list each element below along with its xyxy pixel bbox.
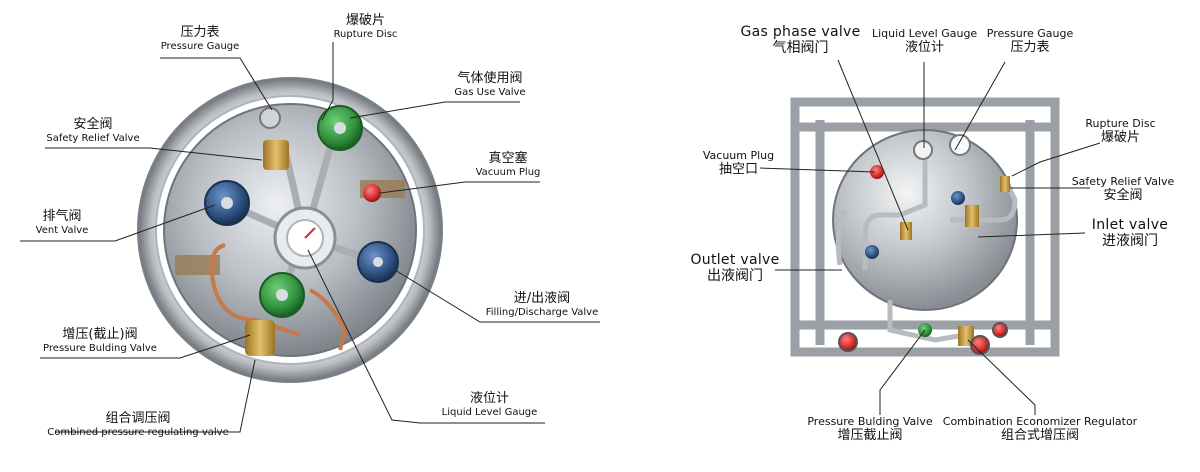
blue-handwheel-inlet — [951, 191, 965, 205]
brass-fitting-1 — [900, 222, 912, 240]
label-left-combined-regulating-valve: 组合调压阀 Combined pressure regulating valve — [38, 411, 238, 438]
label-en: Safety Relief Valve — [46, 132, 140, 144]
label-en: Combination Economizer Regulator — [942, 415, 1138, 428]
copper-tube — [209, 243, 301, 337]
label-en: Outlet valve — [690, 252, 780, 268]
label-right-rupture-disc: Rupture Disc 爆破片 — [1078, 117, 1163, 146]
pressure-gauge-dial — [259, 107, 281, 129]
red-vacuum-plug — [363, 184, 381, 202]
label-zh: 排气阀 — [42, 209, 82, 224]
label-left-pressure-gauge: 压力表 Pressure Gauge — [150, 25, 250, 52]
label-zh: 液位计 — [469, 391, 509, 406]
label-left-vent-valve: 排气阀 Vent Valve — [12, 209, 112, 236]
label-zh: 进/出液阀 — [513, 291, 571, 306]
right-tank-side-view — [790, 97, 1060, 357]
label-right-pressure-gauge: Pressure Gauge 压力表 — [980, 27, 1080, 56]
green-handwheel-bottom — [259, 272, 305, 318]
label-zh: 进液阀门 — [1102, 233, 1158, 250]
label-en: Vent Valve — [35, 224, 89, 236]
label-zh: 抽空口 — [718, 161, 758, 177]
copper-tube-2 — [309, 288, 348, 351]
label-right-inlet-valve: Inlet valve 进液阀门 — [1080, 217, 1180, 249]
brass-safety-valve — [263, 140, 289, 170]
label-en: Liquid Level Gauge — [872, 27, 978, 40]
support-bracket-left — [175, 255, 220, 275]
label-zh: 安全阀 — [73, 117, 113, 132]
label-zh: 组合式增压阀 — [1000, 427, 1079, 443]
label-zh: 增压(截止)阀 — [62, 327, 138, 342]
label-left-vacuum-plug: 真空塞 Vacuum Plug — [463, 151, 553, 178]
label-en: Filling/Discharge Valve — [485, 306, 599, 318]
label-zh: 增压截止阀 — [837, 427, 903, 443]
right-leader-lines — [759, 59, 1101, 415]
left-tank-top-view — [137, 77, 443, 383]
label-en: Combined pressure regulating valve — [47, 426, 229, 438]
label-right-vacuum-plug: Vacuum Plug 抽空口 — [696, 149, 781, 178]
label-en: Vacuum Plug — [702, 149, 775, 162]
steel-frame — [790, 97, 1060, 357]
label-right-outlet-valve: Outlet valve 出液阀门 — [680, 252, 790, 284]
label-zh: 安全阀 — [1103, 187, 1143, 203]
label-left-liquid-level-gauge: 液位计 Liquid Level Gauge — [432, 391, 547, 418]
blue-handwheel-right — [357, 241, 399, 283]
label-en: Liquid Level Gauge — [441, 406, 538, 418]
label-en: Gas Use Valve — [454, 86, 526, 98]
label-zh: 出液阀门 — [707, 268, 763, 285]
brass-relief — [1000, 176, 1010, 192]
label-right-liquid-level-gauge: Liquid Level Gauge 液位计 — [872, 27, 978, 56]
label-en: Rupture Disc — [333, 28, 398, 40]
pressure-gauge-dial-right — [949, 134, 971, 156]
tank-piping — [835, 160, 1018, 343]
label-en: Safety Relief Valve — [1071, 175, 1175, 188]
label-zh: 爆破片 — [345, 13, 385, 28]
label-left-safety-relief-valve: 安全阀 Safety Relief Valve — [38, 117, 148, 144]
label-zh: 真空塞 — [488, 151, 528, 166]
label-en: Pressure Gauge — [986, 27, 1074, 40]
label-left-gas-use-valve: 气体使用阀 Gas Use Valve — [440, 71, 540, 98]
level-gauge-dial — [913, 140, 933, 160]
label-zh: 气相阀门 — [772, 40, 829, 57]
green-handwheel-top — [317, 105, 363, 151]
label-zh: 组合调压阀 — [105, 411, 171, 426]
left-leader-lines — [20, 42, 600, 433]
brass-regulator-right — [958, 326, 974, 346]
label-en: Inlet valve — [1091, 217, 1169, 233]
label-zh: 爆破片 — [1100, 129, 1140, 145]
vacuum-plug-red — [870, 165, 884, 179]
label-en: Pressure Bulding Valve — [807, 415, 933, 428]
label-en: Gas phase valve — [740, 24, 861, 40]
brass-fitting-2 — [965, 205, 979, 227]
label-en: Vacuum Plug — [475, 166, 541, 178]
label-right-pressure-building-valve: Pressure Bulding Valve 增压截止阀 — [800, 415, 940, 444]
label-zh: 液位计 — [904, 39, 944, 55]
blue-handwheel-outlet — [865, 245, 879, 259]
label-left-rupture-disc: 爆破片 Rupture Disc — [318, 13, 413, 40]
label-right-combination-economizer-regulator: Combination Economizer Regulator 组合式增压阀 — [940, 415, 1140, 444]
brass-regulator — [245, 320, 275, 356]
blue-handwheel-left — [204, 180, 250, 226]
label-en: Pressure Gauge — [160, 40, 240, 52]
label-en: Rupture Disc — [1085, 117, 1156, 130]
label-zh: 气体使用阀 — [457, 71, 523, 86]
label-left-pressure-building-valve: 增压(截止)阀 Pressure Bulding Valve — [30, 327, 170, 354]
label-left-filling-discharge-valve: 进/出液阀 Filling/Discharge Valve — [478, 291, 606, 318]
label-zh: 压力表 — [180, 25, 220, 40]
label-en: Pressure Bulding Valve — [43, 342, 157, 354]
label-zh: 压力表 — [1010, 39, 1050, 55]
caster-wheels — [838, 322, 1008, 355]
label-right-safety-relief-valve: Safety Relief Valve 安全阀 — [1068, 175, 1178, 204]
label-right-gas-phase-valve: Gas phase valve 气相阀门 — [728, 24, 873, 56]
